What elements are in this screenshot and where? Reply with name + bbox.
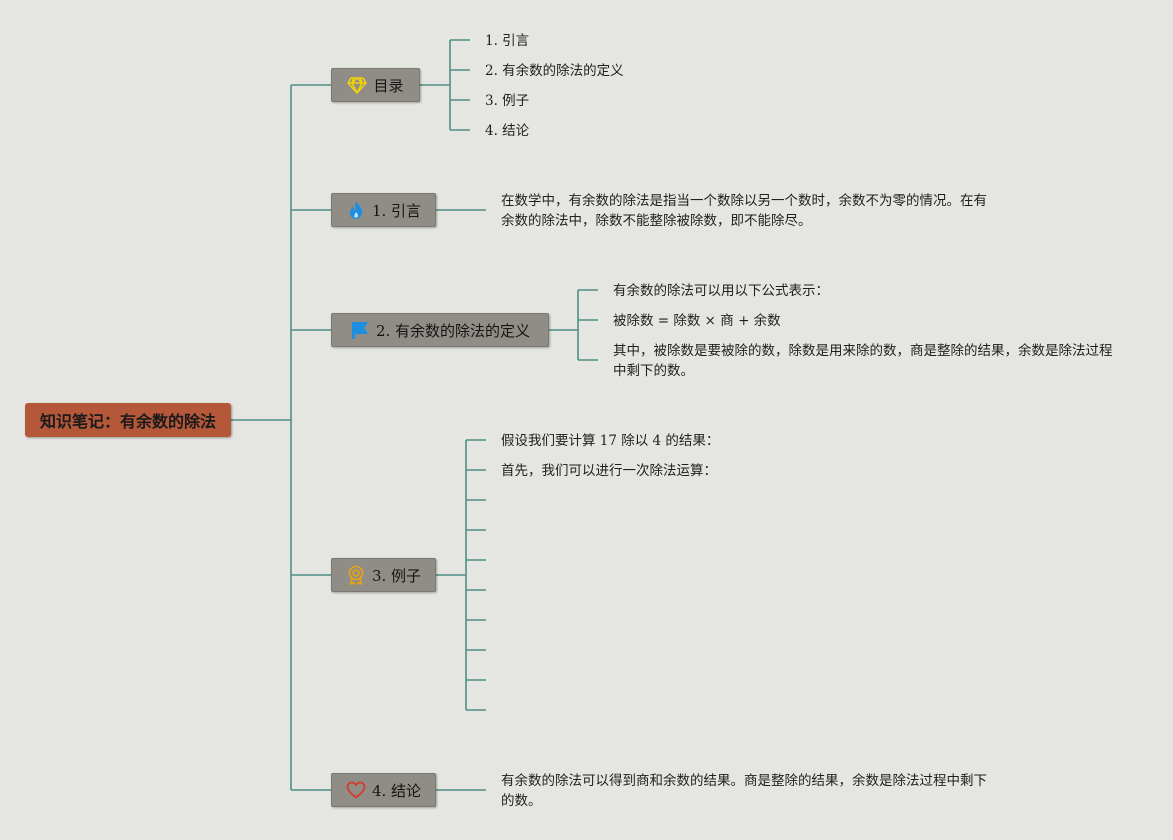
example-item[interactable]: 首先，我们可以进行一次除法运算： [501, 463, 717, 479]
flame-icon [346, 200, 366, 220]
diamond-icon [347, 75, 368, 95]
topic-label: 3. 例子 [371, 566, 422, 585]
topic-toc[interactable]: 目录 [331, 68, 420, 102]
award-icon [346, 565, 366, 585]
example-item[interactable]: 假设我们要计算 17 除以 4 的结果： [501, 433, 720, 449]
definition-item[interactable]: 其中，被除数是要被除的数，除数是用来除的数，商是整除的结果，余数是除法过程中剩下… [613, 343, 1113, 379]
topic-label: 目录 [373, 76, 404, 95]
topic-label: 4. 结论 [371, 781, 422, 800]
toc-item[interactable]: 3. 例子 [485, 93, 530, 109]
definition-formula[interactable]: 被除数 = 除数 × 商 + 余数 [613, 313, 781, 329]
definition-item[interactable]: 有余数的除法可以用以下公式表示： [613, 283, 829, 299]
root-topic-label: 知识笔记：有余数的除法 [39, 412, 216, 431]
topic-conclusion[interactable]: 4. 结论 [331, 773, 436, 807]
topic-example[interactable]: 3. 例子 [331, 558, 436, 592]
topic-intro[interactable]: 1. 引言 [331, 193, 436, 227]
topic-definition[interactable]: 2. 有余数的除法的定义 [331, 313, 549, 347]
topic-label: 2. 有余数的除法的定义 [375, 321, 531, 340]
toc-item[interactable]: 4. 结论 [485, 123, 530, 139]
intro-text[interactable]: 在数学中，有余数的除法是指当一个数除以另一个数时，余数不为零的情况。在有余数的除… [501, 193, 987, 229]
root-topic[interactable]: 知识笔记：有余数的除法 [25, 403, 231, 437]
conclusion-text[interactable]: 有余数的除法可以得到商和余数的结果。商是整除的结果，余数是除法过程中剩下的数。 [501, 773, 987, 809]
flag-icon [350, 320, 370, 340]
heart-icon [346, 780, 366, 800]
topic-label: 1. 引言 [371, 201, 422, 220]
toc-item[interactable]: 2. 有余数的除法的定义 [485, 63, 624, 79]
toc-item[interactable]: 1. 引言 [485, 33, 530, 49]
